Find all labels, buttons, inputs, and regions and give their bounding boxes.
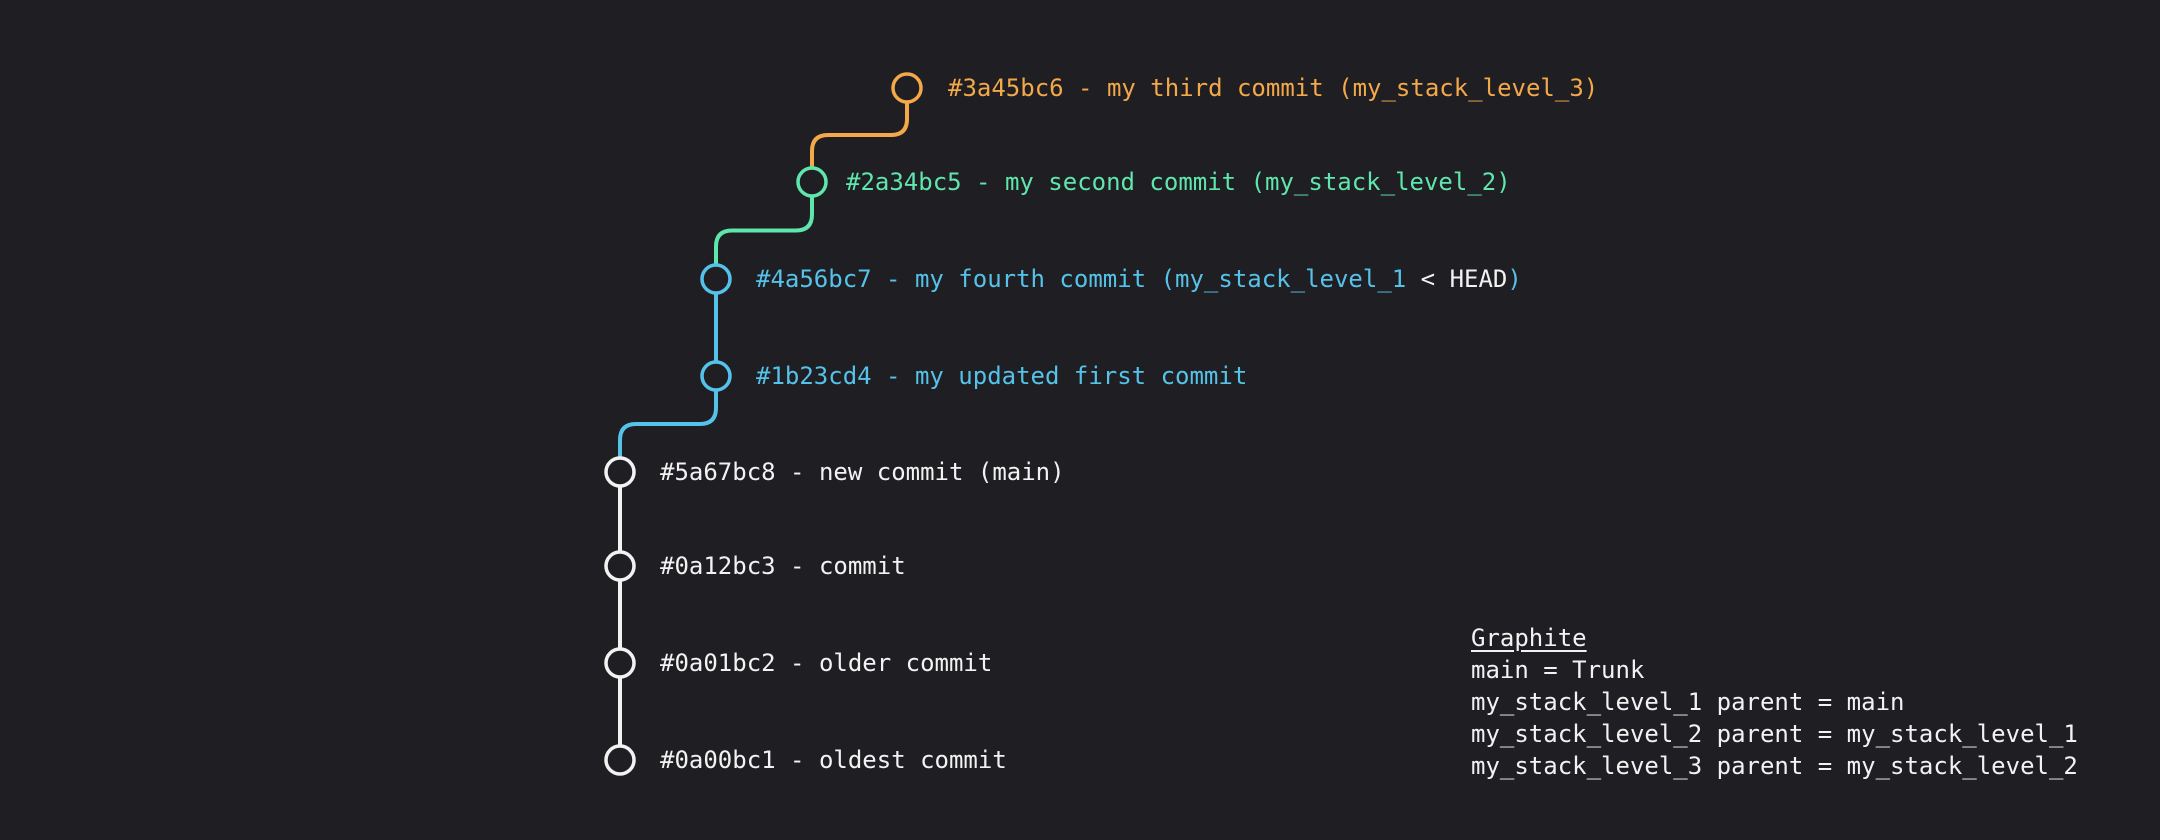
commit-node-1b23cd4 (700, 360, 732, 392)
legend-line: my_stack_level_1 parent = main (1471, 688, 1905, 716)
commit-node-0a12bc3 (604, 550, 636, 582)
commit-node-2a34bc5 (796, 166, 828, 198)
stack-level-2-edge (714, 194, 814, 267)
graphite-legend: Graphite main = Trunk my_stack_level_1 p… (1471, 622, 2078, 782)
stack-level-3-edge (810, 100, 909, 170)
commit-label-0a12bc3: #0a12bc3 - commit (660, 552, 906, 580)
legend-line: main = Trunk (1471, 656, 1645, 684)
commit-label-2a34bc5: #2a34bc5 - my second commit (my_stack_le… (846, 168, 1511, 196)
commit-node-0a00bc1 (604, 744, 636, 776)
commit-label-0a00bc1: #0a00bc1 - oldest commit (660, 746, 1007, 774)
commit-label-5a67bc8: #5a67bc8 - new commit (main) (660, 458, 1065, 486)
legend-title: Graphite (1471, 624, 1587, 652)
stack-level-1-edge (618, 388, 718, 460)
head-pointer: < HEAD (1406, 265, 1508, 293)
commit-label-0a01bc2: #0a01bc2 - older commit (660, 649, 993, 677)
commit-label-4a56bc7: #4a56bc7 - my fourth commit (my_stack_le… (756, 265, 1522, 293)
legend-line: my_stack_level_2 parent = my_stack_level… (1471, 720, 2078, 748)
commit-node-4a56bc7 (700, 263, 732, 295)
commit-label-1b23cd4: #1b23cd4 - my updated first commit (756, 362, 1248, 390)
commit-label-3a45bc6: #3a45bc6 - my third commit (my_stack_lev… (948, 74, 1599, 102)
commit-node-5a67bc8 (604, 456, 636, 488)
commit-node-0a01bc2 (604, 647, 636, 679)
legend-line: my_stack_level_3 parent = my_stack_level… (1471, 752, 2078, 780)
commit-node-3a45bc6 (891, 72, 923, 104)
